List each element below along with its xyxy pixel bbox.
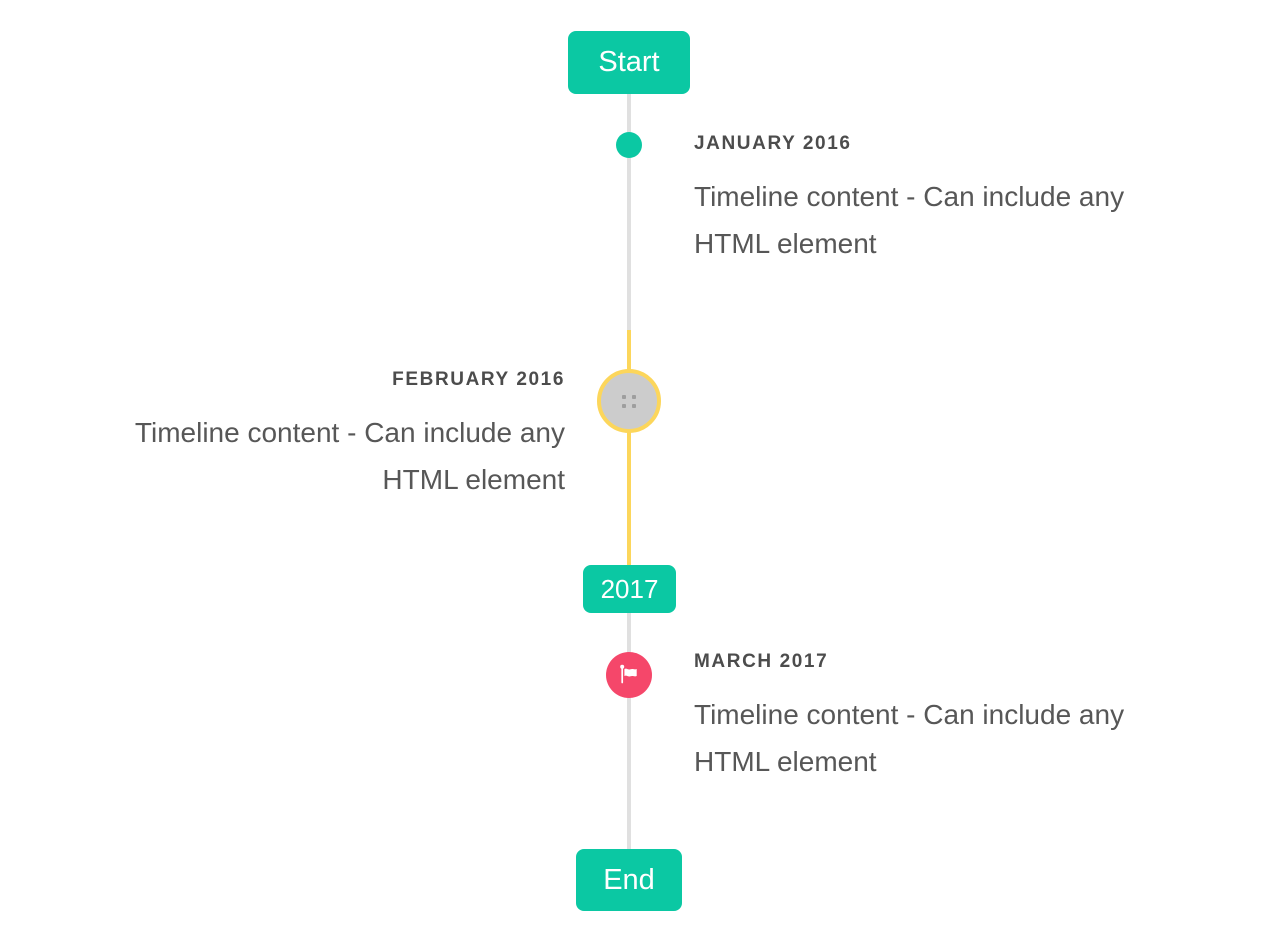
start-badge-label: Start	[598, 46, 660, 78]
timeline-year-badge: 2017	[583, 565, 676, 613]
timeline-start-badge: Start	[568, 31, 690, 94]
march-marker-flag-dot	[606, 652, 652, 698]
timeline-end-badge: End	[576, 849, 682, 911]
entry-heading-january: JANUARY 2016	[694, 133, 852, 154]
entry-heading-march: MARCH 2017	[694, 651, 829, 672]
timeline-entry-january: JANUARY 2016 Timeline content - Can incl…	[694, 132, 1164, 267]
entry-content-february: Timeline content - Can include any HTML …	[134, 417, 565, 495]
january-marker-dot	[616, 132, 642, 158]
timeline-line-highlight	[627, 330, 631, 566]
february-marker-drag-handle[interactable]	[597, 369, 661, 433]
entry-heading-february: FEBRUARY 2016	[392, 369, 565, 390]
timeline-entry-february: FEBRUARY 2016 Timeline content - Can inc…	[95, 368, 565, 503]
entry-content-january: Timeline content - Can include any HTML …	[694, 181, 1125, 259]
flag-icon	[620, 664, 637, 684]
entry-content-march: Timeline content - Can include any HTML …	[694, 699, 1125, 777]
end-badge-label: End	[603, 863, 655, 896]
timeline-entry-march: MARCH 2017 Timeline content - Can includ…	[694, 650, 1164, 785]
year-badge-label: 2017	[600, 573, 659, 604]
drag-dots-icon	[622, 394, 636, 408]
